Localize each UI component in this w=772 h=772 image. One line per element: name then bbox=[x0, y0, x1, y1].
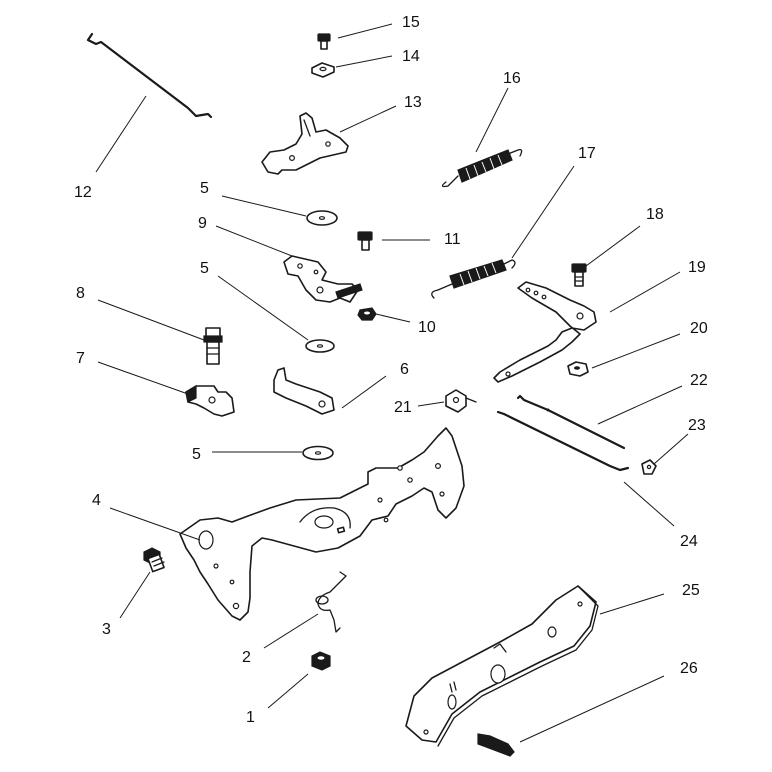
part-16-spring bbox=[441, 148, 523, 188]
callout-7: 7 bbox=[76, 350, 85, 367]
part-22-wire-rod bbox=[516, 394, 626, 450]
part-18-bolt bbox=[571, 263, 587, 287]
part-3-bolt bbox=[143, 547, 165, 573]
part-21-clip bbox=[445, 389, 477, 413]
callout-21: 21 bbox=[394, 399, 412, 416]
callout-1: 1 bbox=[246, 709, 255, 726]
part-12-link-rod bbox=[86, 32, 213, 119]
part-25-panel-plate bbox=[405, 585, 599, 747]
callout-24: 24 bbox=[680, 533, 698, 550]
callout-10: 10 bbox=[418, 319, 436, 336]
callout-5-bottom: 5 bbox=[192, 446, 201, 463]
callout-18: 18 bbox=[646, 206, 664, 223]
callout-13: 13 bbox=[404, 94, 422, 111]
callout-16: 16 bbox=[503, 70, 521, 87]
part-8-shoulder-bolt bbox=[203, 327, 223, 365]
part-7-clamp bbox=[185, 384, 235, 417]
callout-26: 26 bbox=[680, 660, 698, 677]
callout-19: 19 bbox=[688, 259, 706, 276]
part-24-choke-rod bbox=[496, 410, 630, 472]
part-26-screw bbox=[477, 733, 515, 757]
part-5-washer-top bbox=[306, 210, 338, 226]
callout-3: 3 bbox=[102, 621, 111, 638]
part-20-nut bbox=[567, 361, 589, 377]
callout-6: 6 bbox=[400, 361, 409, 378]
callout-9: 9 bbox=[198, 215, 207, 232]
part-9-lever bbox=[283, 255, 363, 303]
part-15-screw bbox=[317, 33, 331, 50]
callout-group: 1 2 3 4 5 5 5 6 7 8 9 10 bbox=[74, 14, 708, 743]
callout-4: 4 bbox=[92, 492, 101, 509]
callout-5-middle: 5 bbox=[200, 260, 209, 277]
part-2-torsion-spring bbox=[315, 571, 347, 633]
callout-22: 22 bbox=[690, 372, 708, 389]
callout-17: 17 bbox=[578, 145, 596, 162]
part-17-spring bbox=[431, 259, 516, 299]
part-11-screw bbox=[357, 231, 373, 251]
part-5-washer-bottom bbox=[302, 445, 334, 461]
part-14-square-nut bbox=[311, 62, 335, 78]
callout-14: 14 bbox=[402, 48, 420, 65]
part-13-bracket bbox=[261, 112, 349, 175]
callout-25: 25 bbox=[682, 582, 700, 599]
part-23-nut bbox=[641, 459, 657, 475]
callout-23: 23 bbox=[688, 417, 706, 434]
part-6-cam-plate bbox=[273, 367, 335, 415]
part-19-control-lever bbox=[493, 281, 597, 383]
callout-2: 2 bbox=[242, 649, 251, 666]
callout-11: 11 bbox=[444, 231, 461, 248]
callout-5-top: 5 bbox=[200, 180, 209, 197]
part-10-nut bbox=[357, 307, 377, 321]
part-5-washer-middle bbox=[305, 339, 335, 353]
callout-15: 15 bbox=[402, 14, 420, 31]
callout-12: 12 bbox=[74, 184, 92, 201]
callout-20: 20 bbox=[690, 320, 708, 337]
part-1-nut bbox=[311, 651, 331, 671]
callout-8: 8 bbox=[76, 285, 85, 302]
